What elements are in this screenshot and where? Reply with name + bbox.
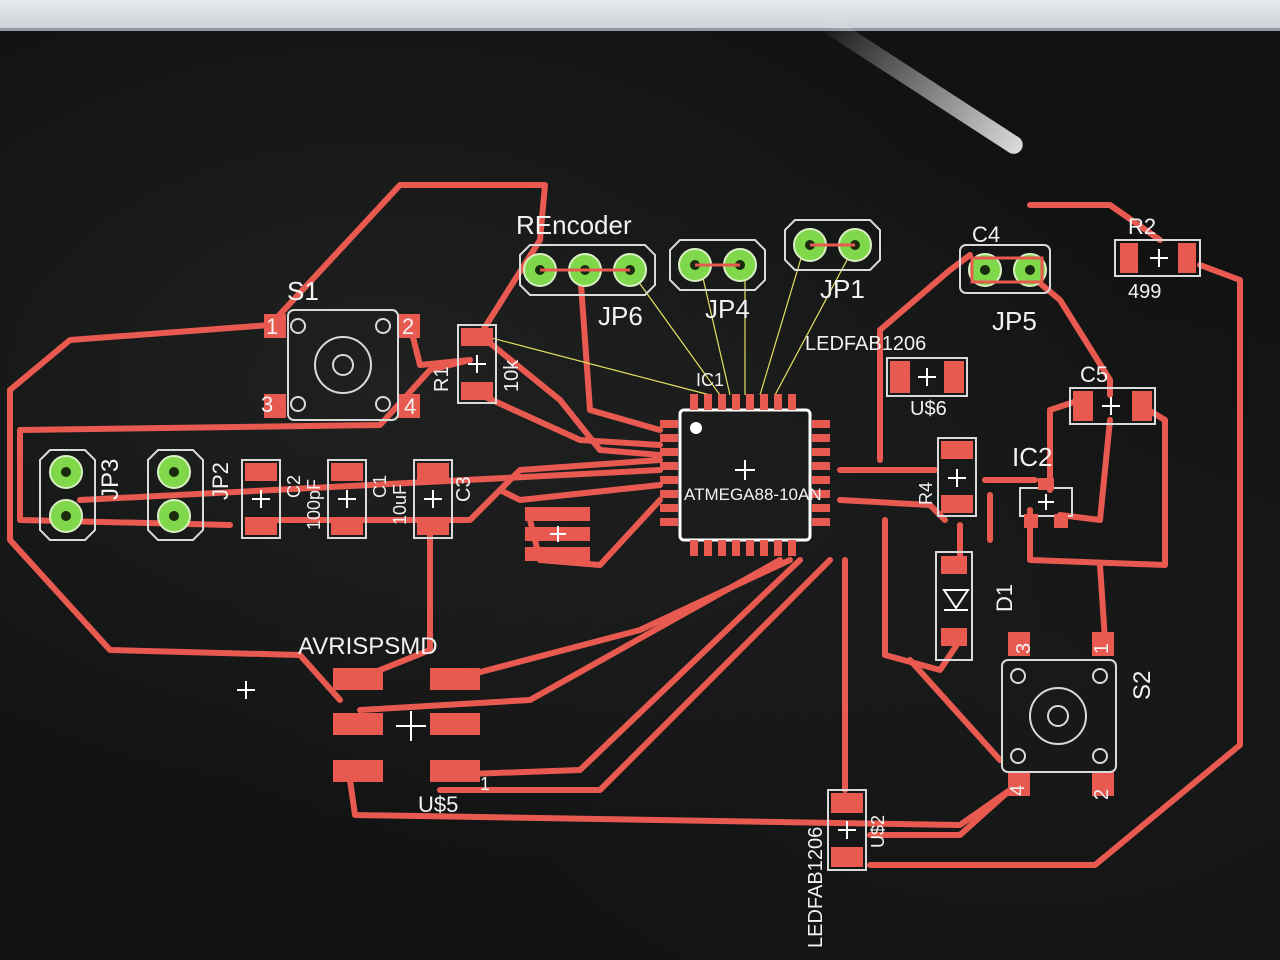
r4-label: R4 (916, 482, 936, 505)
us6-label: U$6 (910, 398, 947, 420)
jp6-label: JP6 (598, 301, 643, 331)
ic1-pin[interactable] (660, 434, 678, 442)
s2-label: S2 (1129, 671, 1156, 700)
r2-value: 499 (1128, 281, 1161, 303)
s2-pin3: 3 (1013, 643, 1035, 654)
ic1-pin[interactable] (690, 540, 698, 556)
s1-button[interactable]: S1 1 2 3 4 (261, 276, 420, 421)
r4-resistor[interactable]: R4 (916, 437, 977, 517)
r1-value: 10k (501, 359, 523, 392)
ic1-pin[interactable] (812, 476, 830, 484)
r1-label: R1 (431, 366, 453, 392)
jp5-header[interactable]: C4 JP5 (959, 222, 1051, 336)
window-frame (0, 0, 1280, 31)
jp1-header[interactable]: JP1 (784, 219, 881, 304)
c5-capacitor[interactable]: C5 (1069, 362, 1156, 425)
ic1-pin[interactable] (690, 394, 698, 410)
ic1-part-label: ATMEGA88-10AN (684, 485, 822, 504)
d1-diode[interactable]: D1 (935, 551, 1017, 661)
avrisp-header[interactable]: AVRISPSMD U$5 1 (298, 633, 490, 817)
c4-label: C4 (972, 222, 1000, 247)
ic1-pin[interactable] (774, 394, 782, 410)
s1-pin2: 2 (402, 314, 414, 339)
ic1-pin[interactable] (812, 462, 830, 470)
c1-capacitor[interactable]: C1 10uF (327, 459, 410, 539)
ic1-pin[interactable] (660, 462, 678, 470)
c5-label: C5 (1080, 362, 1108, 387)
d1-label: D1 (992, 584, 1017, 612)
ic1-pin[interactable] (660, 420, 678, 428)
origin-marker (237, 681, 255, 699)
jp4-label: JP4 (705, 294, 750, 324)
ic1-pin[interactable] (812, 490, 830, 498)
ic2-label: IC2 (1012, 442, 1052, 472)
ic1-pin[interactable] (788, 540, 796, 556)
ledfab-top-label: LEDFAB1206 (805, 333, 926, 355)
ic1-pin[interactable] (660, 490, 678, 498)
ic1-pin[interactable] (788, 394, 796, 410)
s2-pin1: 1 (1091, 643, 1113, 654)
ic1-atmega[interactable]: IC1 ATMEGA88-10AN (660, 370, 830, 556)
jp1-label: JP1 (820, 274, 865, 304)
s2-pin2: 2 (1091, 789, 1113, 800)
ic1-pin[interactable] (718, 540, 726, 556)
us5-label: U$5 (418, 792, 458, 817)
s2-pin4: 4 (1007, 785, 1029, 796)
c3-label: C3 (453, 476, 475, 502)
avrisp-pin1: 1 (480, 774, 490, 794)
ic1-pin[interactable] (660, 448, 678, 456)
jp4-header[interactable]: JP4 (669, 239, 766, 324)
s2-button[interactable]: S2 3 1 4 2 (1001, 632, 1156, 800)
led-us6[interactable]: LEDFAB1206 U$6 (805, 333, 968, 420)
ic1-pin[interactable] (660, 518, 678, 526)
c2-label: C2 (284, 475, 304, 498)
ic2-regulator[interactable]: IC2 (1012, 442, 1073, 528)
ic1-pin[interactable] (718, 394, 726, 410)
ic1-pin[interactable] (732, 540, 740, 556)
ic1-pin[interactable] (660, 504, 678, 512)
rencoder-label: REncoder (516, 210, 632, 240)
c2-capacitor[interactable]: C2 100pF (241, 459, 324, 539)
s1-pin1: 1 (266, 314, 278, 339)
s1-pin3: 3 (261, 392, 273, 417)
ic1-pin[interactable] (774, 540, 782, 556)
ic1-label: IC1 (696, 370, 724, 390)
ic1-pin[interactable] (746, 394, 754, 410)
resonator[interactable] (525, 507, 590, 561)
ic1-pin[interactable] (704, 394, 712, 410)
ic1-pin[interactable] (812, 420, 830, 428)
jp2-label: JP2 (208, 462, 233, 500)
s1-label: S1 (287, 276, 319, 306)
traces (7, 182, 1243, 868)
ic1-pin[interactable] (812, 448, 830, 456)
ic1-pin[interactable] (704, 540, 712, 556)
c1-label: C1 (370, 475, 390, 498)
jp3-label: JP3 (97, 459, 124, 500)
ic1-pin[interactable] (732, 394, 740, 410)
ledfab-bottom-label: LEDFAB1206 (805, 827, 827, 948)
jp6-header[interactable]: REncoder JP6 (516, 210, 656, 331)
s1-pin4: 4 (404, 394, 416, 419)
jp2-header[interactable]: JP2 (147, 449, 233, 541)
ic1-pin[interactable] (760, 394, 768, 410)
r2-label: R2 (1128, 214, 1156, 239)
led-us2[interactable]: U$2 LEDFAB1206 (805, 789, 888, 948)
jp3-header[interactable]: JP3 (39, 449, 124, 541)
ic1-pin[interactable] (812, 504, 830, 512)
ic1-pin[interactable] (746, 540, 754, 556)
c3-capacitor[interactable]: C3 (413, 459, 475, 539)
r1-resistor[interactable]: R1 10k (431, 324, 523, 404)
ic1-pin[interactable] (812, 434, 830, 442)
ic1-pin[interactable] (760, 540, 768, 556)
ic1-pin[interactable] (812, 518, 830, 526)
jp5-label: JP5 (992, 306, 1037, 336)
avrisp-label: AVRISPSMD (298, 633, 438, 660)
c1-value: 10uF (390, 484, 410, 525)
ic1-pin[interactable] (660, 476, 678, 484)
r2-resistor[interactable]: R2 499 (1114, 214, 1201, 303)
c2-value: 100pF (304, 479, 324, 530)
us2-label: U$2 (868, 815, 888, 848)
